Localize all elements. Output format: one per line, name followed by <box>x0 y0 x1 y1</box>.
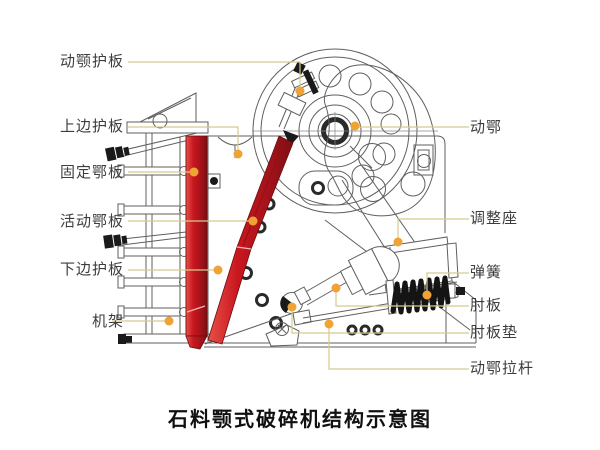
label-movable-jaw: 动鄂 <box>470 119 503 136</box>
frame-ribs <box>117 164 189 319</box>
label-movable-jaw-tension-rod: 动鄂拉杆 <box>470 360 535 377</box>
toggle-cylinder <box>339 246 400 296</box>
movable-jaw-plate <box>207 135 294 345</box>
flywheel <box>252 48 438 214</box>
label-adjustment-seat: 调整座 <box>470 210 519 227</box>
diagram-title: 石料颚式破碎机结构示意图 <box>168 409 432 431</box>
tie-bolt-top <box>105 132 198 162</box>
adjustment-seat <box>368 236 459 296</box>
leader-lines <box>112 61 469 370</box>
label-frame: 机架 <box>91 313 124 330</box>
hopper-triangle <box>139 92 197 129</box>
toggle-plate <box>301 246 400 306</box>
movable-jaw-body <box>298 64 436 217</box>
label-fixed-jaw-plate: 固定鄂板 <box>59 164 124 181</box>
label-movable-jaw-shield-plate: 动颚护板 <box>59 53 124 70</box>
label-lower-side-guard-plate: 下边护板 <box>59 261 124 278</box>
label-toggle-plate-pad: 肘板垫 <box>470 324 519 341</box>
label-toggle-plate: 肘板 <box>470 297 503 314</box>
fixed-jaw-plate <box>185 135 208 350</box>
label-upper-side-guard-plate: 上边护板 <box>59 118 124 135</box>
side-bracket <box>413 144 434 176</box>
base-line <box>126 342 476 348</box>
label-spring: 弹簧 <box>470 264 503 281</box>
marker-dots <box>164 86 432 329</box>
tie-bolt-mid <box>103 231 187 249</box>
label-movable-jaw-plate: 活动鄂板 <box>59 213 124 230</box>
